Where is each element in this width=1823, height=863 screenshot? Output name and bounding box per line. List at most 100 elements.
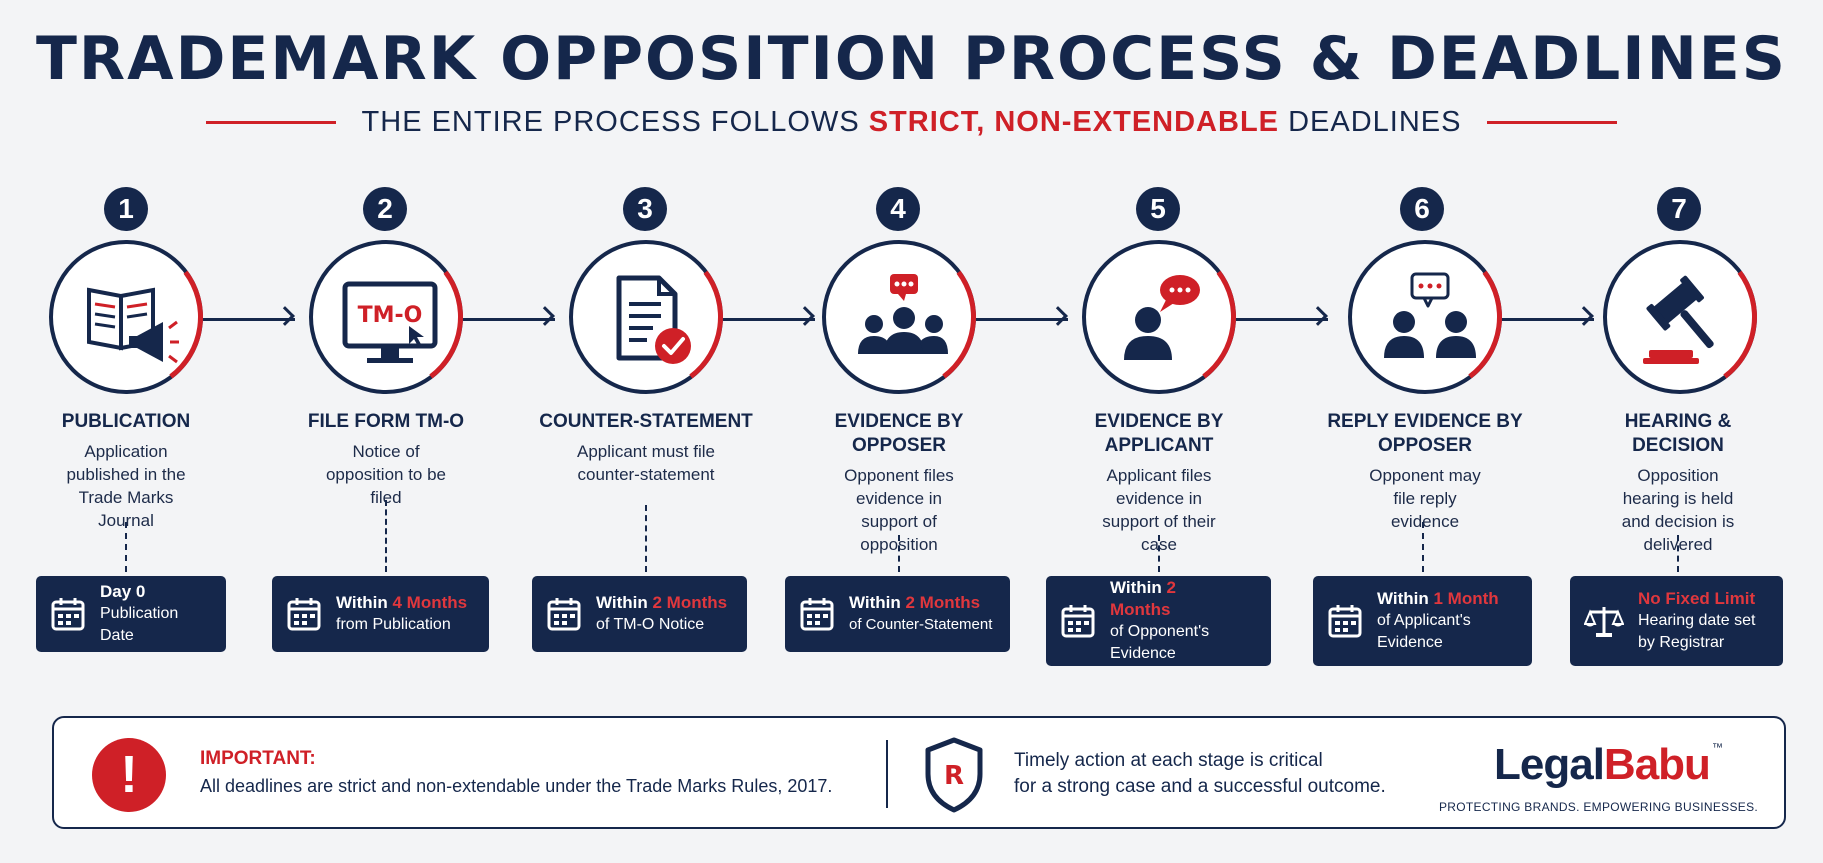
arrow-5-6-icon [1308, 306, 1328, 326]
gavel-icon [1643, 275, 1714, 364]
footer-divider [886, 740, 888, 808]
deadline-highlight: 2 Months [905, 593, 981, 612]
shield-r-icon: R [925, 737, 983, 813]
step-title: PUBLICATION [61, 411, 191, 432]
shield-letter: R [944, 761, 964, 791]
step-evidence-by-applicant: 5 EVIDENCE BY APPLICANT Applicant files … [0, 0, 1271, 700]
deadline-box: Within 2 Months of Opponent's Evidence [1046, 576, 1271, 666]
page-title: TRADEMARK OPPOSITION PROCESS & DEADLINES [36, 24, 1787, 94]
deadline-subtext: of Applicant's Evidence [1377, 612, 1471, 651]
brand-logo: LegalBabu [1494, 740, 1711, 790]
deadline-text: Within [336, 593, 393, 612]
step-description: Applicant files evidence in support of t… [1102, 466, 1216, 554]
step-title: FILE FORM TM-O [307, 411, 465, 432]
step-icon-circle [559, 230, 733, 404]
deadline-highlight: 2 Months [652, 593, 728, 612]
step-number-badge: 3 [623, 187, 667, 231]
calendar-icon [800, 598, 834, 631]
step-number-badge: 6 [1400, 187, 1444, 231]
group-chat-icon [858, 274, 948, 354]
computer-form-icon: TM-O [342, 281, 438, 363]
step-hearing-and-decision: 7 HEARING & DECISION Opposition hearing … [0, 0, 1783, 700]
exclamation-icon: ! [92, 738, 166, 812]
step-description: Opponent may file reply evidence [1369, 466, 1481, 531]
connector-6-7 [1502, 318, 1594, 321]
deadline-subtext: Publication Date [100, 605, 179, 644]
step-file-form-tm-o: 2 TM-O FILE FORM TM-O Notice of oppositi… [0, 0, 489, 700]
deadline-text: Day 0 [100, 582, 146, 601]
deadline-box: Within 2 Months of TM-O Notice [532, 576, 747, 652]
arrow-3-4-icon [795, 306, 815, 326]
dashed-connector [898, 535, 900, 572]
deadline-subtext: of Opponent's Evidence [1110, 623, 1210, 662]
step-icon-circle [812, 230, 986, 404]
dashed-connector [125, 522, 127, 572]
brand-part-1: Legal [1494, 740, 1605, 789]
deadline-highlight: 1 Month [1433, 589, 1499, 608]
brand-part-2: Babu [1603, 740, 1711, 789]
connector-2-3 [463, 318, 555, 321]
connector-1-2 [203, 318, 295, 321]
deadline-highlight: No Fixed Limit [1638, 589, 1756, 608]
step-icon-circle [1593, 230, 1767, 404]
deadline-text: Within [1110, 578, 1167, 597]
step-counter-statement: 3 COUNTER-STATEMENT Applicant must file … [0, 0, 753, 700]
subtitle-highlight: STRICT, NON-EXTENDABLE [868, 106, 1280, 138]
deadline-text: Within [1377, 589, 1434, 608]
subtitle: THE ENTIRE PROCESS FOLLOWS STRICT, NON-E… [362, 106, 1462, 139]
connector-3-4 [723, 318, 815, 321]
calendar-icon [51, 598, 85, 631]
step-number-badge: 1 [104, 187, 148, 231]
calendar-icon [547, 598, 581, 631]
dashed-connector [1158, 535, 1160, 572]
journal-megaphone-icon [87, 287, 179, 364]
tm-o-label: TM-O [358, 303, 423, 328]
subtitle-prefix: THE ENTIRE PROCESS FOLLOWS [361, 106, 869, 138]
step-evidence-by-opposer: 4 EVIDENCE BY OPPOSER Opponent files evi… [0, 0, 1010, 700]
step-icon-circle: TM-O [299, 230, 473, 404]
step-title: EVIDENCE BY OPPOSER [834, 411, 964, 456]
step-publication: 1 PUBLICATION Application published in t… [0, 0, 260, 700]
person-speech-icon [1124, 275, 1200, 360]
step-number-badge: 5 [1136, 187, 1180, 231]
deadline-box: Day 0 Publication Date [36, 576, 226, 652]
deadline-subtext: of TM-O Notice [596, 616, 705, 633]
step-number-badge: 2 [363, 187, 407, 231]
dashed-connector [1677, 535, 1679, 572]
deadline-subtext: Hearing date set by Registrar [1638, 612, 1756, 651]
subtitle-suffix: DEADLINES [1279, 106, 1462, 138]
timely-action-text: Timely action at each stage is critical … [1014, 748, 1386, 800]
deadline-box: Within 4 Months from Publication [272, 576, 489, 652]
deadline-box: No Fixed Limit Hearing date set by Regis… [1570, 576, 1783, 666]
connector-4-5 [976, 318, 1068, 321]
calendar-icon [287, 598, 321, 631]
footer-banner: ! IMPORTANT: All deadlines are strict an… [52, 716, 1786, 829]
trademark-symbol: ™ [1712, 742, 1723, 754]
step-icon-circle [39, 230, 213, 404]
deadline-text: Within [596, 593, 653, 612]
dashed-connector [385, 500, 387, 572]
deadline-box: Within 2 Months of Counter-Statement [785, 576, 1010, 652]
step-reply-evidence-by-opposer: 6 REPLY EVIDENCE BY OPPOSER Opponent may… [0, 0, 1532, 700]
step-icon-circle [1072, 230, 1246, 404]
step-number-badge: 4 [876, 187, 920, 231]
calendar-icon [1061, 605, 1095, 638]
scales-icon [1584, 607, 1624, 637]
document-check-icon [616, 275, 691, 364]
deadline-subtext: of Counter-Statement [849, 616, 993, 633]
step-title: EVIDENCE BY APPLICANT [1094, 411, 1224, 456]
step-description: Applicant must file counter-statement [577, 442, 715, 484]
deadline-highlight: 2 Months [1110, 578, 1176, 619]
step-title: COUNTER-STATEMENT [539, 411, 753, 432]
important-text: All deadlines are strict and non-extenda… [200, 776, 833, 796]
step-number-badge: 7 [1657, 187, 1701, 231]
dashed-connector [645, 505, 647, 572]
arrow-1-2-icon [275, 306, 295, 326]
brand-tagline: PROTECTING BRANDS. EMPOWERING BUSINESSES… [1439, 800, 1759, 814]
deadline-highlight: 4 Months [392, 593, 468, 612]
timely-line-1: Timely action at each stage is critical [1014, 750, 1323, 771]
deadline-box: Within 1 Month of Applicant's Evidence [1313, 576, 1532, 666]
arrow-6-7-icon [1574, 306, 1594, 326]
step-icon-circle [1338, 230, 1512, 404]
two-people-chat-icon [1384, 272, 1476, 358]
